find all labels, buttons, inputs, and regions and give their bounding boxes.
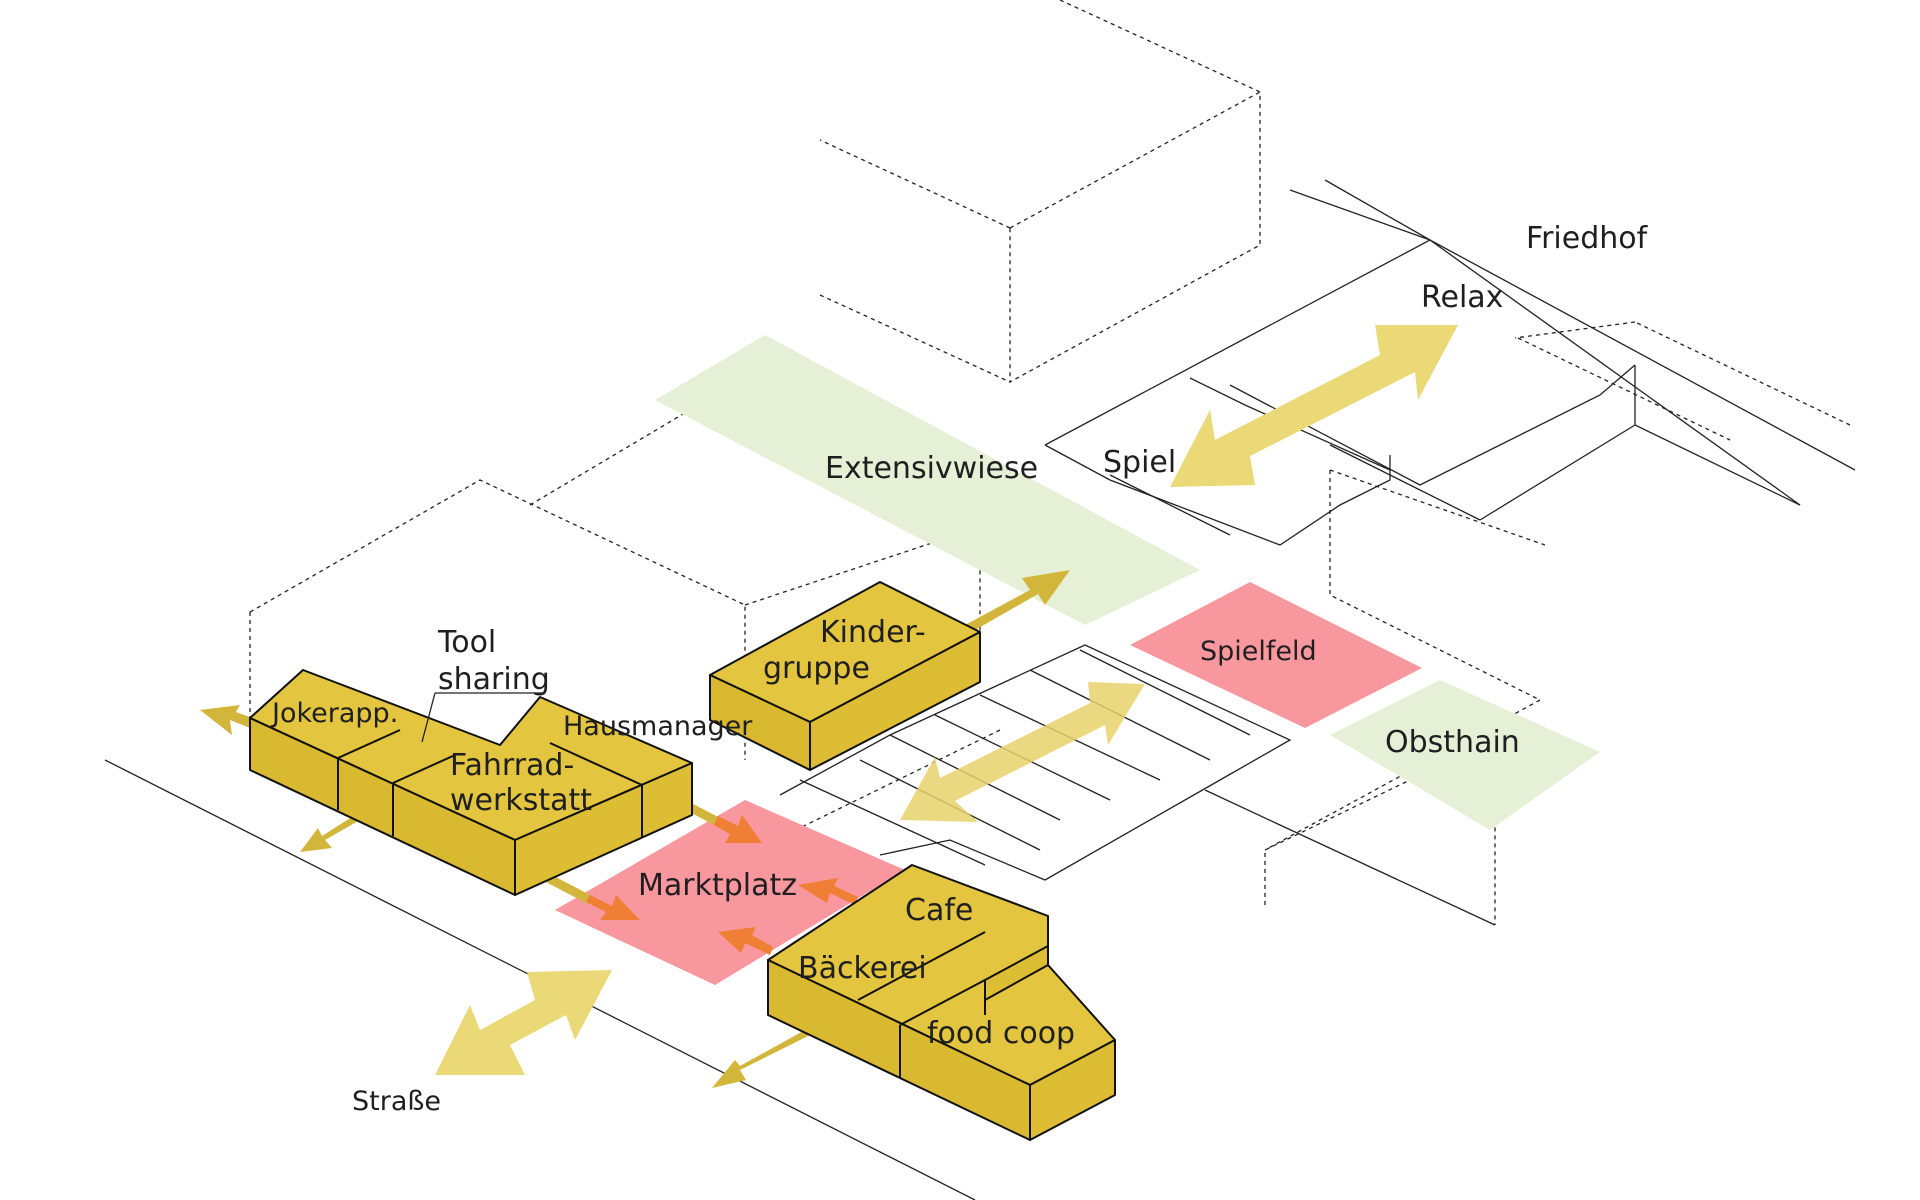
label-spiel: Spiel (1103, 445, 1176, 480)
label-marktplatz: Marktplatz (638, 868, 797, 903)
label-kindergruppe-1: Kinder- (820, 615, 926, 650)
label-spielfeld: Spielfeld (1200, 636, 1317, 667)
fahrrad-to-marktplatz-arrow (586, 895, 640, 920)
tool-sharing-leader (421, 692, 543, 743)
label-friedhof: Friedhof (1526, 221, 1649, 256)
label-food-coop: food coop (927, 1016, 1075, 1051)
cafe-to-marktplatz-arrow (798, 878, 858, 905)
label-baeckerei: Bäckerei (798, 951, 927, 986)
label-fahrradwerkstatt-2: werkstatt (450, 783, 592, 818)
context-linework (104, 179, 1856, 1200)
marktplatz-zone (555, 800, 905, 985)
label-fahrradwerkstatt-1: Fahrrad- (450, 748, 574, 783)
baeckerei-to-marktplatz-arrow (718, 927, 773, 955)
spielfeld-zone (1130, 582, 1422, 728)
labels: Friedhof Relax Spiel Extensivwiese Kinde… (270, 221, 1649, 1117)
kindergruppe-arrow (965, 570, 1070, 630)
label-jokerapp: Jokerapp. (270, 698, 398, 729)
label-hausmanager: Hausmanager (563, 711, 753, 742)
label-tool-sharing-1: Tool (437, 625, 496, 660)
label-extensivwiese: Extensivwiese (825, 451, 1038, 486)
workshop-block (249, 669, 693, 896)
movement-arrows (200, 325, 1458, 1088)
label-obsthain: Obsthain (1385, 725, 1520, 760)
relax-spiel-arrow (1170, 325, 1458, 487)
label-kindergruppe-2: gruppe (763, 651, 870, 686)
flow-arrows (586, 815, 858, 955)
kindergruppe-block (709, 581, 981, 771)
hausmanager-to-marktplatz-arrow (714, 815, 762, 843)
label-cafe: Cafe (905, 893, 973, 928)
central-crossing-arrow (900, 682, 1145, 822)
label-relax: Relax (1421, 280, 1503, 315)
fahrradwerkstatt-arrow (300, 815, 360, 852)
obsthain-zone (1330, 680, 1600, 830)
strasse-arrow (435, 970, 612, 1075)
jokerapp-arrow (200, 705, 258, 735)
food-coop-arrow (712, 1030, 810, 1088)
extensivwiese-zone (655, 335, 1200, 625)
label-tool-sharing-2: sharing (438, 662, 550, 697)
food-block (767, 864, 1116, 1141)
label-strasse: Straße (352, 1086, 441, 1117)
fahrradwerkstatt-shaft (544, 873, 592, 904)
